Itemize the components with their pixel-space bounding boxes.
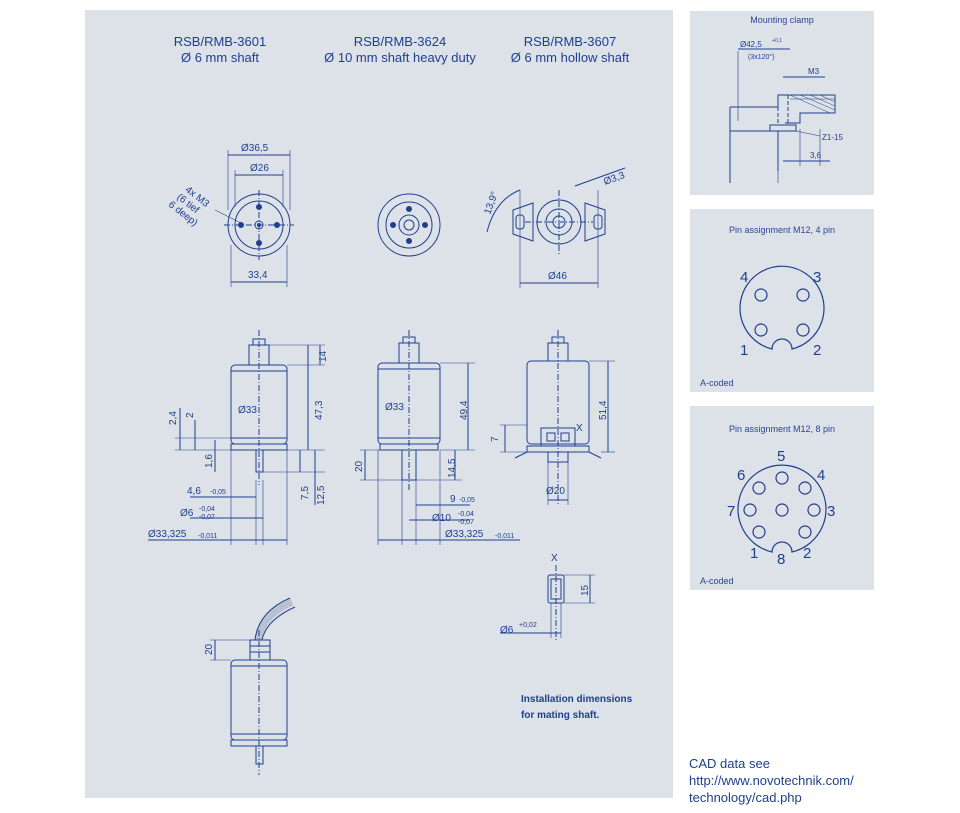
mounting-clamp-panel: Mounting clamp Ø42,5 +0,1 (3 (690, 11, 874, 195)
dim-tol: -0,04 (199, 506, 215, 513)
dim-d33-a: Ø33 (238, 405, 257, 416)
dim-d46: Ø46 (548, 271, 567, 282)
cable-version (210, 597, 296, 775)
dim-h7: 7 (490, 436, 501, 442)
pin8-panel: Pin assignment M12, 8 pin 1 2 3 4 5 6 7 … (690, 406, 874, 590)
dim-h1-6: 1,6 (204, 454, 215, 468)
panel-title: Pin assignment M12, 4 pin (728, 225, 836, 235)
model-name: RSB/RMB-3607 (523, 34, 617, 49)
cad-link[interactable]: http://www.novotechnik.com/ (689, 773, 854, 788)
dim-tol: -0,05 (210, 489, 226, 496)
model-name: RSB/RMB-3601 (173, 34, 267, 49)
dim-d33-b: Ø33 (385, 402, 404, 413)
panel-title: Pin assignment M12, 8 pin (728, 424, 836, 434)
front-view-3601 (214, 150, 294, 287)
dim-h12-5: 12,5 (316, 485, 327, 505)
dim-d36-5: Ø36,5 (241, 143, 269, 154)
dim-d9: 9 (450, 494, 456, 505)
model-shaft: Ø 10 mm shaft heavy duty (324, 50, 476, 65)
pin-label-5: 5 (777, 448, 785, 465)
model-title-3607: RSB/RMB-3607 Ø 6 mm hollow shaft (495, 34, 645, 66)
dim-h49-4: 49,4 (459, 400, 470, 420)
cad-note-line: CAD data see (689, 756, 770, 771)
dim-h7-5: 7,5 (300, 486, 311, 500)
mounting-clamp-drawing: Ø42,5 +0,1 (3x120°) M3 Z1-15 3,6 (729, 38, 843, 183)
clamp-angle: (3x120°) (748, 53, 775, 61)
panel-title: Mounting clamp (750, 15, 814, 25)
clamp-d42-5: Ø42,5 (740, 40, 762, 49)
cad-note: CAD data see http://www.novotechnik.com/… (689, 755, 854, 806)
side-view-3624 (360, 330, 520, 545)
dim-tol: +0,02 (519, 622, 537, 629)
side-view-3601 (148, 330, 325, 545)
dim-h20-a: 20 (354, 460, 365, 472)
drawing-panel (85, 10, 673, 798)
dim-h15: 15 (580, 584, 591, 596)
dim-d6-a: Ø6 (180, 508, 194, 519)
model-title-3624: RSB/RMB-3624 Ø 10 mm shaft heavy duty (305, 34, 495, 66)
pin-label-8: 8 (777, 551, 785, 568)
dim-x-b: X (551, 553, 558, 564)
dim-tol: -0,011 (198, 533, 217, 540)
pin-label-1: 1 (750, 545, 758, 562)
model-title-3601: RSB/RMB-3601 Ø 6 mm shaft (150, 34, 290, 66)
dim-d6-b: Ø6 (500, 625, 514, 636)
installation-note-line: Installation dimensions (521, 694, 633, 705)
dim-d4-6: 4,6 (187, 486, 201, 497)
dim-h20-b: 20 (204, 643, 215, 655)
pin-label-2: 2 (803, 545, 811, 562)
dim-tol: -0,05 (459, 497, 475, 504)
dim-d33-325-a: Ø33,325 (148, 529, 187, 540)
dim-h47-3: 47,3 (314, 400, 325, 420)
pin8-connector: 1 2 3 4 5 6 7 8 (727, 448, 835, 568)
front-view-3624 (377, 193, 441, 257)
model-shaft: Ø 6 mm hollow shaft (510, 50, 630, 65)
pin-label-6: 6 (737, 467, 745, 484)
dim-d10: Ø10 (432, 513, 451, 524)
dim-tol: -0,07 (199, 514, 215, 521)
dim-angle13-9: 13,9° (482, 190, 500, 216)
pin-label-4: 4 (740, 269, 748, 286)
dim-d3-3: Ø3,3 (602, 170, 627, 188)
dim-d20: Ø20 (546, 486, 565, 497)
clamp-tol: +0,1 (772, 38, 782, 44)
dim-h14-5: 14,5 (447, 458, 458, 478)
pin4-panel: Pin assignment M12, 4 pin 1 2 3 4 A-code… (690, 209, 874, 392)
dim-tol: -0,07 (458, 519, 474, 526)
pin-label-3: 3 (813, 269, 821, 286)
installation-note: Installation dimensions for mating shaft… (521, 692, 632, 724)
dim-h14: 14 (318, 350, 329, 362)
pin-label-1: 1 (740, 342, 748, 359)
side-view-3607 (500, 330, 615, 505)
dim-tol: -0,011 (495, 533, 514, 540)
dim-w33-4: 33,4 (248, 270, 268, 281)
dim-h2-4: 2,4 (168, 411, 179, 425)
pin-label-3: 3 (827, 503, 835, 520)
coded-label: A-coded (700, 576, 734, 586)
cad-link[interactable]: technology/cad.php (689, 790, 802, 805)
coded-label: A-coded (700, 378, 734, 388)
pin-label-2: 2 (813, 342, 821, 359)
pin-label-7: 7 (727, 503, 735, 520)
model-shaft: Ø 6 mm shaft (180, 50, 260, 65)
installation-note-line: for mating shaft. (521, 710, 600, 721)
clamp-z1: Z1-15 (822, 133, 843, 142)
dim-d33-325-b: Ø33,325 (445, 529, 484, 540)
model-name: RSB/RMB-3624 (353, 34, 447, 49)
front-view-3607 (486, 167, 626, 288)
mating-shaft-detail (500, 565, 595, 640)
clamp-m3: M3 (808, 67, 820, 76)
dim-x-a: X (576, 423, 583, 434)
dim-tol: -0,04 (458, 511, 474, 518)
pin-label-4: 4 (817, 467, 825, 484)
dim-h2: 2 (185, 412, 196, 418)
clamp-w3-6: 3,6 (810, 151, 822, 160)
pin4-connector: 1 2 3 4 (739, 265, 825, 359)
dim-h51-4: 51,4 (598, 400, 609, 420)
dim-d26: Ø26 (250, 163, 269, 174)
